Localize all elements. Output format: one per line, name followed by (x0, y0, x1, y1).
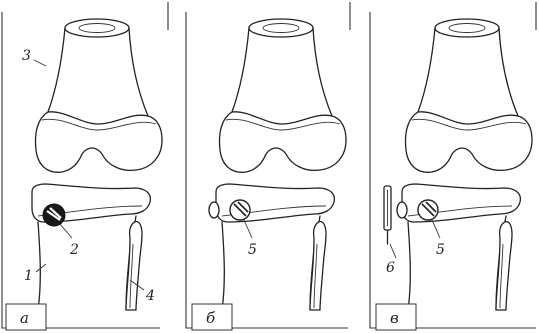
panel-b: 5 б (186, 2, 350, 330)
panel-v-frame (370, 12, 536, 328)
screw-v-tip (397, 202, 407, 218)
screw-b-leader (244, 220, 252, 238)
tibia-callout: 1 (24, 268, 33, 284)
screw-v-leader (432, 220, 440, 238)
panel-a-label: а (20, 309, 29, 327)
femur-callout: 3 (22, 48, 31, 64)
tibia-leader (36, 264, 46, 272)
knee-sketch-b (216, 19, 346, 310)
panel-v-label: в (390, 309, 399, 327)
femur-leader (34, 60, 46, 66)
panel-a: 3 1 2 4 а (2, 2, 168, 330)
fibula-callout: 4 (145, 288, 155, 304)
plate-leader (390, 244, 396, 258)
screw-b-tip (209, 202, 219, 218)
screw-a-leader (60, 224, 72, 238)
knee-sketch-a (32, 19, 162, 310)
panel-b-label: б (206, 309, 216, 327)
plate-callout: 6 (386, 260, 395, 276)
panel-v: 5 6 в (370, 2, 536, 330)
screw-b-callout: 5 (248, 242, 257, 258)
screw-a-callout: 2 (69, 242, 79, 258)
screw-v-callout: 5 (436, 242, 445, 258)
screw-v (418, 200, 438, 220)
knee-sketch-v (402, 19, 532, 310)
screw-a (43, 204, 65, 226)
screw-b (230, 200, 250, 220)
